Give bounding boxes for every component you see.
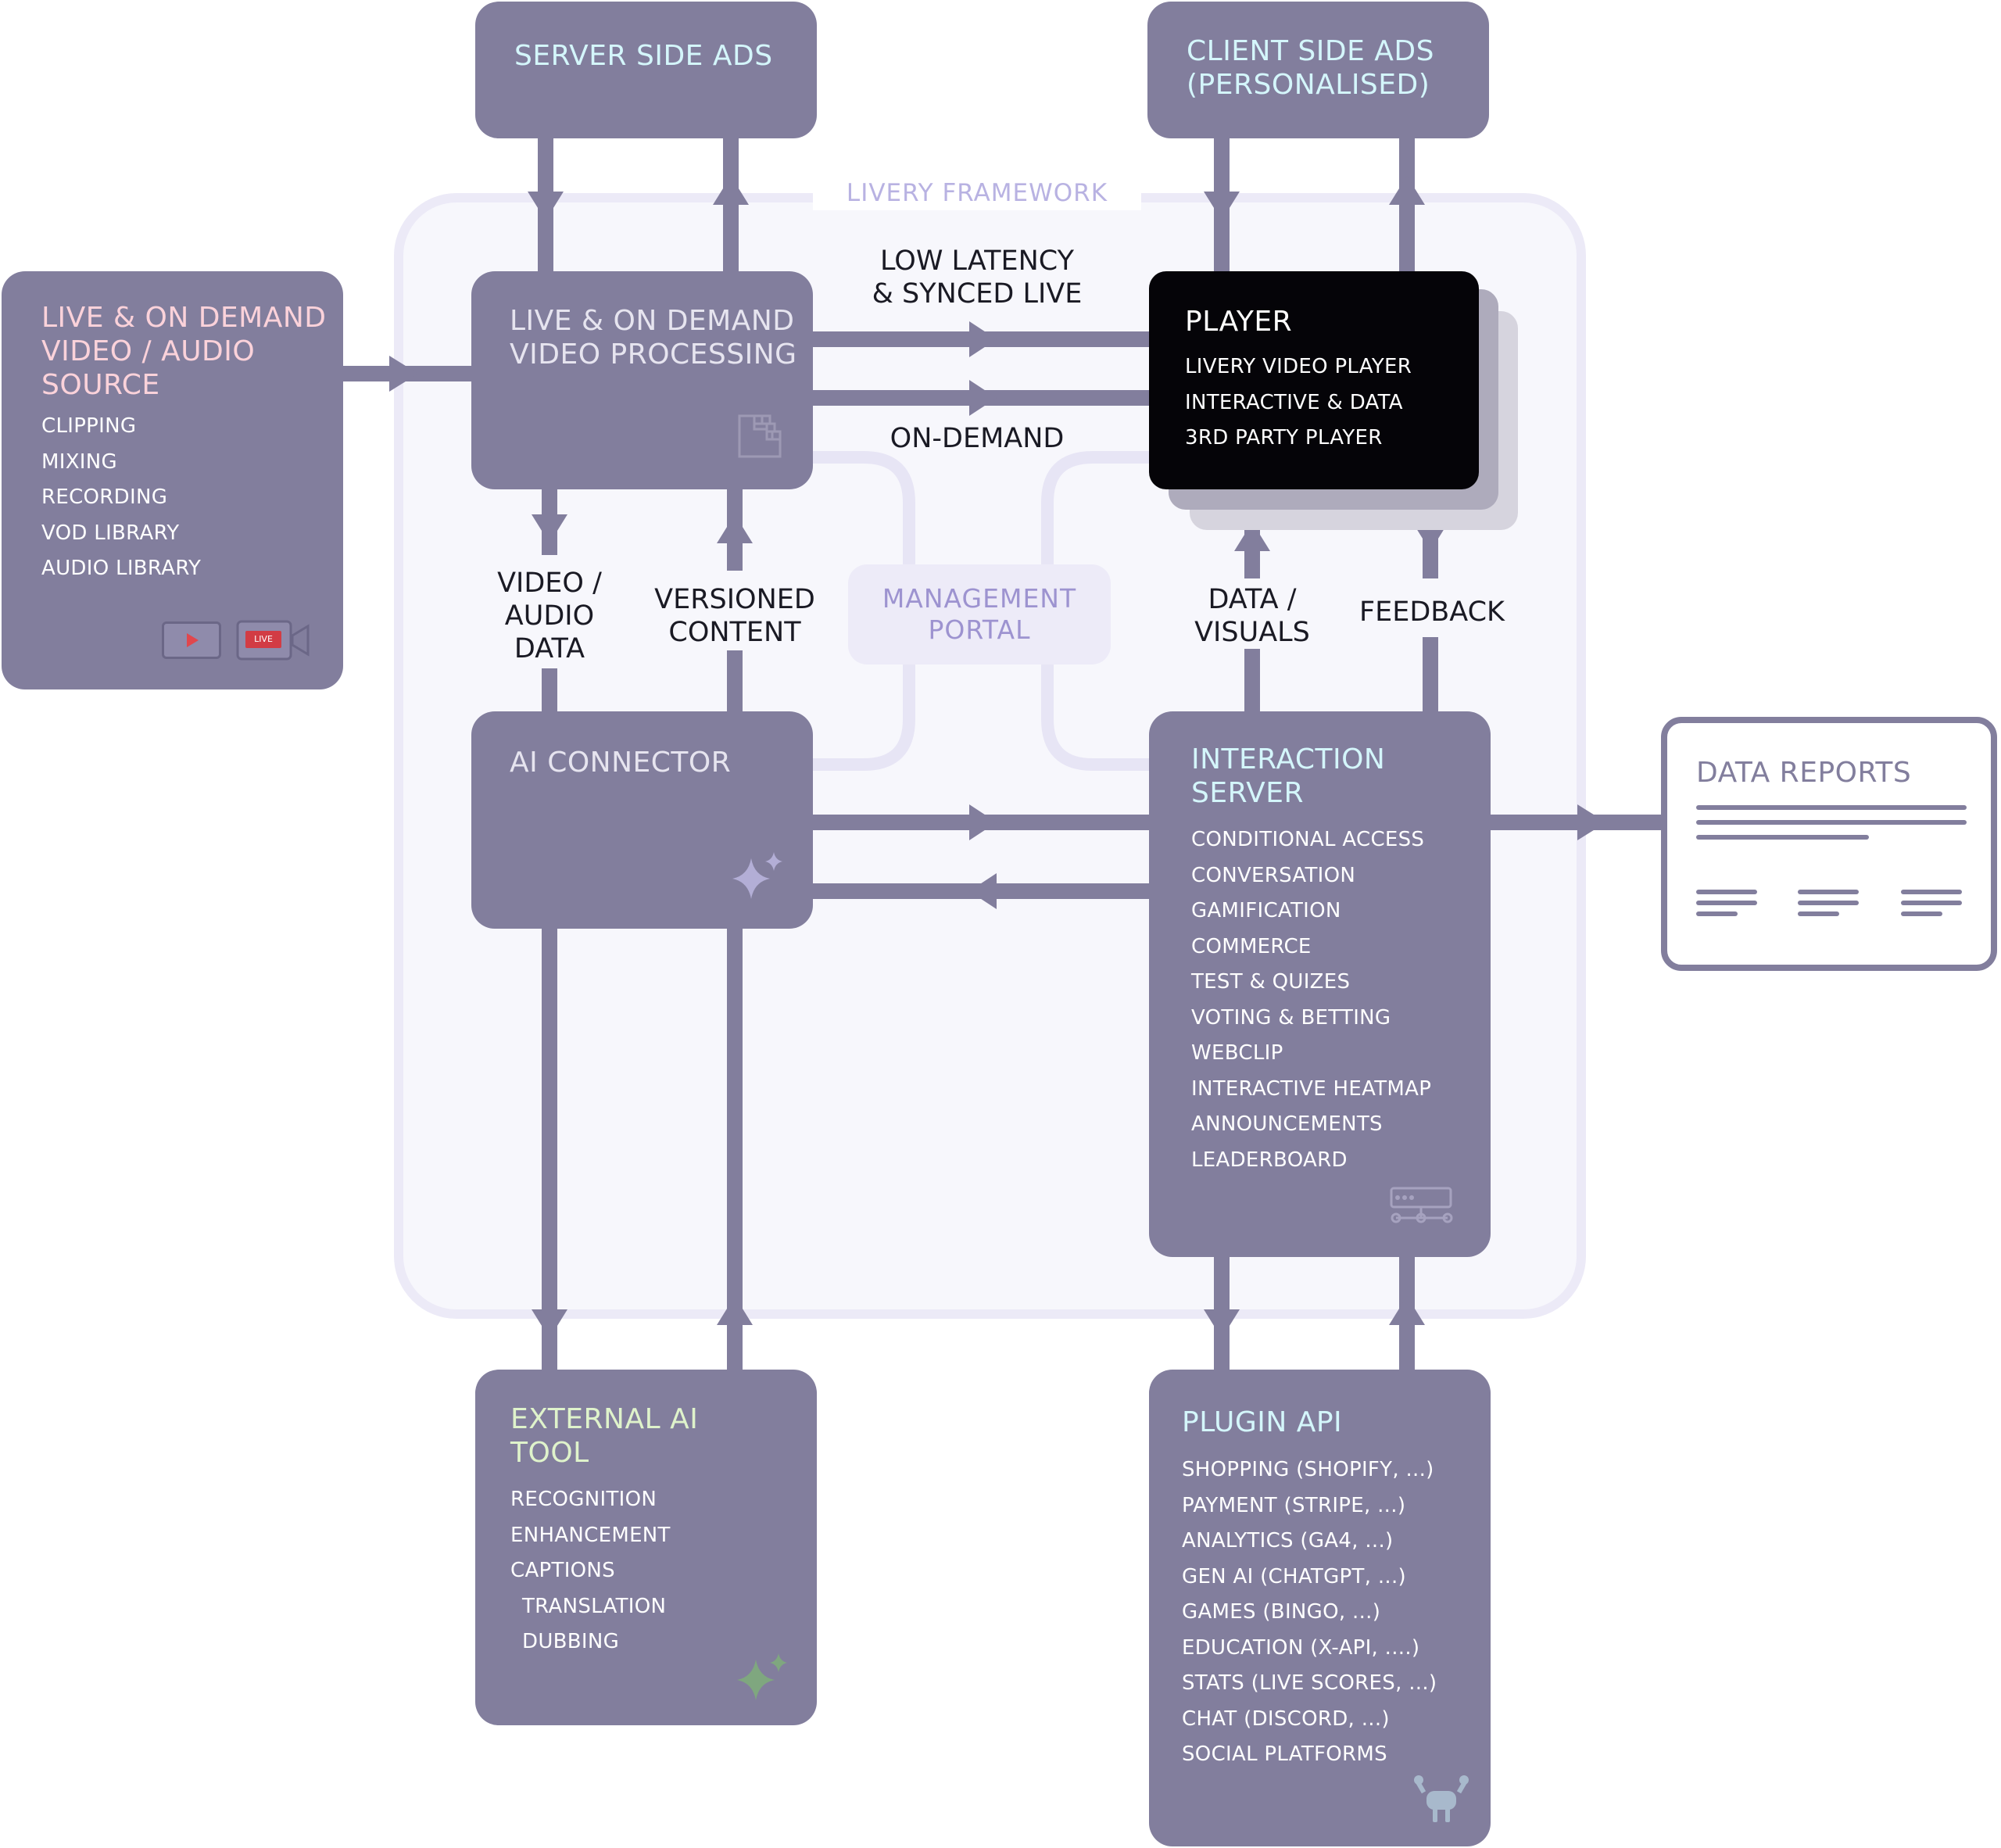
plugin-api-list: SHOPPING (SHOPIFY, ...) PAYMENT (STRIPE,… — [1182, 1452, 1437, 1773]
list-item: VOD LIBRARY — [41, 521, 180, 545]
arrow-down — [532, 514, 567, 543]
interaction-server-list: CONDITIONAL ACCESS CONVERSATION GAMIFICA… — [1191, 822, 1431, 1178]
arrow-right — [969, 380, 997, 416]
list-item: 3RD PARTY PLAYER — [1185, 426, 1383, 449]
list-item: MIXING — [41, 449, 117, 474]
list-item: INTERACTIVE HEATMAP — [1191, 1076, 1432, 1101]
framework-title: LIVERY FRAMEWORK — [813, 176, 1141, 210]
arrow-right — [389, 356, 418, 392]
list-item: CHAT (DISCORD, ...) — [1182, 1707, 1390, 1731]
list-item: VOTING & BETTING — [1191, 1005, 1391, 1030]
play-button-icon — [162, 621, 221, 659]
arrow-down — [1204, 192, 1240, 220]
management-portal-title: MANAGEMENT PORTAL — [882, 583, 1077, 645]
data-visuals-label: DATA / VISUALS — [1194, 584, 1310, 648]
list-item: TRANSLATION — [522, 1594, 667, 1618]
plug-icon — [1414, 1775, 1469, 1822]
list-item: RECOGNITION — [510, 1488, 657, 1511]
client-side-ads-title: CLIENT SIDE ADS (PERSONALISED) — [1187, 35, 1434, 101]
list-item: SHOPPING (SHOPIFY, ...) — [1182, 1458, 1434, 1481]
arrow-right — [1577, 804, 1606, 840]
ai-connector-title: AI CONNECTOR — [510, 747, 732, 779]
data-reports-box: DATA REPORTS — [1661, 717, 1997, 971]
list-item: WEBCLIP — [1191, 1041, 1283, 1065]
list-item: DUBBING — [522, 1630, 620, 1653]
arrow-left — [969, 873, 997, 909]
management-portal-box[interactable]: MANAGEMENT PORTAL — [848, 564, 1111, 664]
arrow-right — [969, 804, 997, 840]
list-item: STATS (LIVE SCORES, ...) — [1182, 1671, 1437, 1695]
grid-icon — [738, 414, 782, 458]
data-reports-title: DATA REPORTS — [1696, 757, 1912, 789]
video-processing-title: LIVE & ON DEMAND VIDEO PROCESSING — [510, 305, 797, 371]
arrow-up — [713, 176, 749, 205]
plugin-api-title: PLUGIN API — [1182, 1406, 1343, 1438]
ai-connector-box: AI CONNECTOR — [471, 711, 813, 929]
interaction-server-title: INTERACTION SERVER — [1191, 743, 1386, 809]
interaction-server-box: INTERACTION SERVER CONDITIONAL ACCESS CO… — [1149, 711, 1491, 1257]
list-item: EDUCATION (X-API, ....) — [1182, 1635, 1420, 1660]
arrow-down — [532, 1309, 567, 1338]
arrow-up — [1234, 522, 1270, 551]
server-side-ads-title: SERVER SIDE ADS — [514, 40, 773, 72]
list-item: CONDITIONAL ACCESS — [1191, 828, 1425, 851]
live-camera-icon: LIVE — [236, 620, 311, 661]
report-lines-icon — [1696, 805, 1967, 916]
list-item: CLIPPING — [41, 414, 137, 438]
list-item: ENHANCEMENT — [510, 1523, 671, 1547]
plugin-api-box: PLUGIN API SHOPPING (SHOPIFY, ...) PAYME… — [1149, 1370, 1491, 1846]
client-side-ads-box: CLIENT SIDE ADS (PERSONALISED) — [1147, 2, 1489, 138]
sparkle-icon — [737, 1653, 787, 1700]
on-demand-label: ON-DEMAND — [890, 423, 1065, 454]
video-processing-box: LIVE & ON DEMAND VIDEO PROCESSING — [471, 271, 813, 489]
arrow-down — [528, 192, 564, 220]
list-item: LIVERY VIDEO PLAYER — [1185, 355, 1412, 378]
list-item: COMMERCE — [1191, 934, 1312, 958]
list-item: TEST & QUIZES — [1191, 970, 1351, 994]
list-item: ANALYTICS (GA4, ...) — [1182, 1529, 1394, 1553]
list-item: PAYMENT (STRIPE, ...) — [1182, 1493, 1406, 1517]
list-item: LEADERBOARD — [1191, 1148, 1348, 1172]
player-title: PLAYER — [1185, 306, 1293, 338]
video-audio-data-label: VIDEO / AUDIO DATA — [497, 568, 602, 664]
list-item: CONVERSATION — [1191, 863, 1356, 887]
player-box: PLAYER LIVERY VIDEO PLAYER INTERACTIVE &… — [1149, 271, 1479, 489]
external-ai-tool-list: RECOGNITION ENHANCEMENT CAPTIONS TRANSLA… — [510, 1482, 671, 1660]
list-item: GAMIFICATION — [1191, 899, 1341, 922]
versioned-content-label: VERSIONED CONTENT — [654, 584, 815, 648]
arrow-up — [717, 1296, 753, 1325]
list-item: RECORDING — [41, 485, 168, 509]
live-badge: LIVE — [254, 634, 273, 644]
video-source-list: CLIPPING MIXING RECORDING VOD LIBRARY AU… — [41, 409, 201, 587]
arrow-up — [717, 514, 753, 543]
arrow-right — [969, 321, 997, 357]
feedback-label: FEEDBACK — [1358, 596, 1505, 628]
video-source-title: LIVE & ON DEMAND VIDEO / AUDIO SOURCE — [41, 302, 327, 401]
player-list: LIVERY VIDEO PLAYER INTERACTIVE & DATA 3… — [1185, 349, 1412, 457]
arrow-up — [1389, 1296, 1425, 1325]
external-ai-tool-box: EXTERNAL AI TOOL RECOGNITION ENHANCEMENT… — [475, 1370, 817, 1725]
arrow-down — [1204, 1309, 1240, 1338]
list-item: AUDIO LIBRARY — [41, 557, 202, 580]
low-latency-label: LOW LATENCY & SYNCED LIVE — [872, 245, 1083, 310]
list-item: ANNOUNCEMENTS — [1191, 1112, 1383, 1136]
server-side-ads-box: SERVER SIDE ADS — [475, 2, 817, 138]
list-item: GAMES (BINGO, ...) — [1182, 1600, 1381, 1624]
list-item: CAPTIONS — [510, 1559, 615, 1582]
list-item: INTERACTIVE & DATA — [1185, 390, 1403, 414]
external-ai-tool-title: EXTERNAL AI TOOL — [510, 1403, 699, 1469]
list-item: SOCIAL PLATFORMS — [1182, 1742, 1387, 1766]
arrow-up — [1389, 176, 1425, 205]
list-item: GEN AI (CHATGPT, ...) — [1182, 1564, 1406, 1588]
video-source-box: LIVE & ON DEMAND VIDEO / AUDIO SOURCE CL… — [2, 271, 343, 689]
server-icon — [1390, 1187, 1453, 1223]
sparkle-icon — [732, 852, 782, 899]
